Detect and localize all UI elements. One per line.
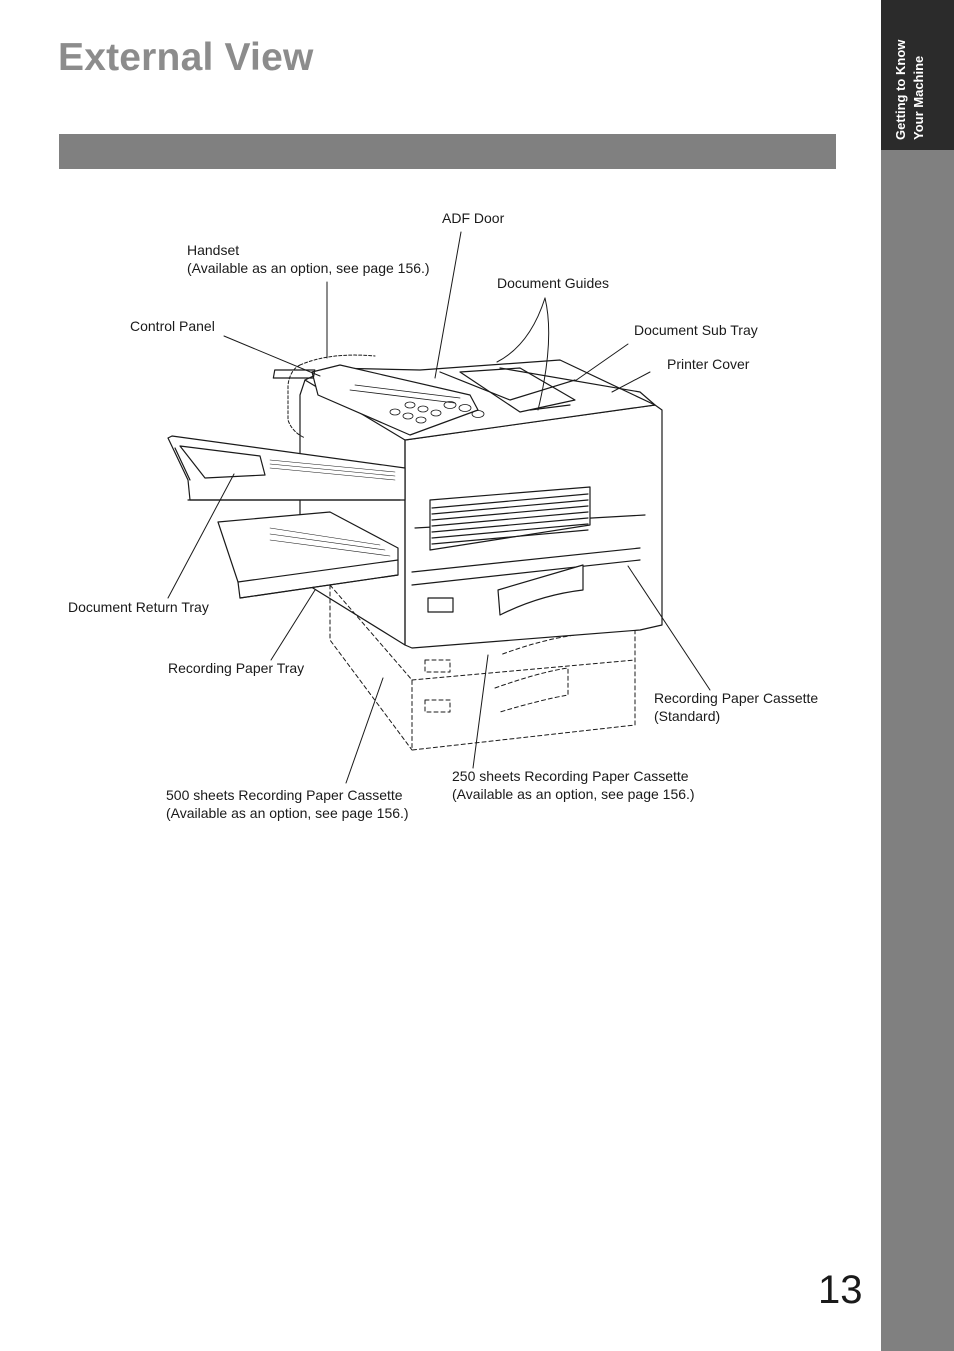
handset-dashed — [287, 354, 376, 439]
label-recording-paper-cassette-note: (Standard) — [654, 708, 721, 724]
label-handset-note: (Available as an option, see page 156.) — [187, 260, 430, 276]
label-adf-door: ADF Door — [442, 210, 505, 226]
page-number: 13 — [818, 1268, 863, 1312]
label-recording-paper-cassette: Recording Paper Cassette — [654, 690, 819, 706]
label-document-return-tray: Document Return Tray — [68, 599, 209, 615]
label-cassette-250-note: (Available as an option, see page 156.) — [452, 786, 695, 802]
label-cassette-500-note: (Available as an option, see page 156.) — [166, 805, 409, 821]
side-tab-active — [881, 0, 954, 150]
leader-lines — [167, 231, 711, 784]
label-control-panel: Control Panel — [130, 318, 215, 334]
label-printer-cover: Printer Cover — [667, 356, 750, 372]
label-recording-paper-tray: Recording Paper Tray — [168, 660, 305, 676]
label-cassette-500: 500 sheets Recording Paper Cassette — [166, 787, 403, 803]
section-header-bar — [59, 134, 836, 169]
page-title: External View — [58, 36, 314, 79]
label-handset: Handset — [187, 242, 240, 258]
control-panel-drawing — [272, 364, 485, 436]
label-cassette-250: 250 sheets Recording Paper Cassette — [452, 768, 689, 784]
side-tab — [881, 0, 954, 1351]
label-document-sub-tray: Document Sub Tray — [634, 322, 758, 338]
label-document-guides: Document Guides — [497, 275, 610, 291]
document-return-tray-drawing — [167, 435, 406, 501]
recording-paper-tray-drawing — [217, 511, 399, 599]
